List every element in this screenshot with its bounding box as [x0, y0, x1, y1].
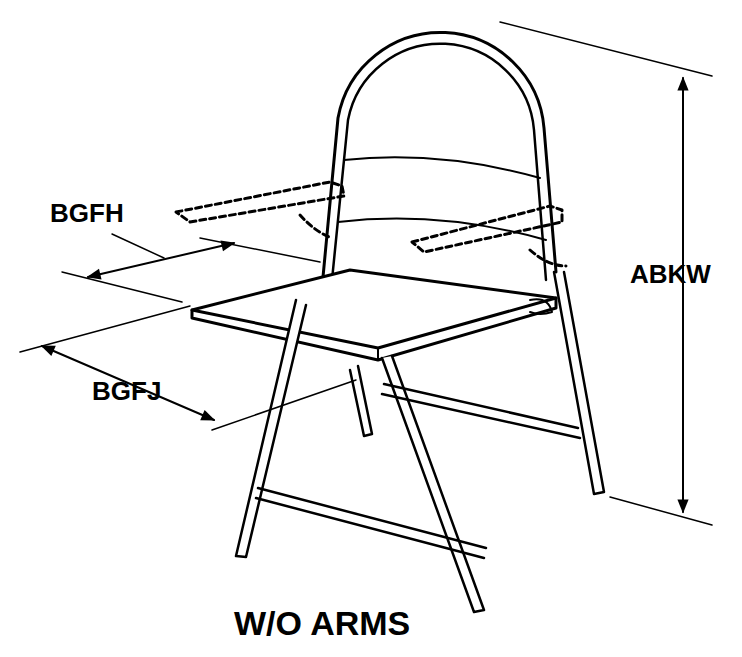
- dimension-code: BGFJ: [92, 378, 161, 404]
- dimension-code: BGFH: [50, 200, 124, 226]
- figure-caption: W/O ARMS: [234, 606, 410, 640]
- dimension-code: ABKW: [630, 261, 711, 287]
